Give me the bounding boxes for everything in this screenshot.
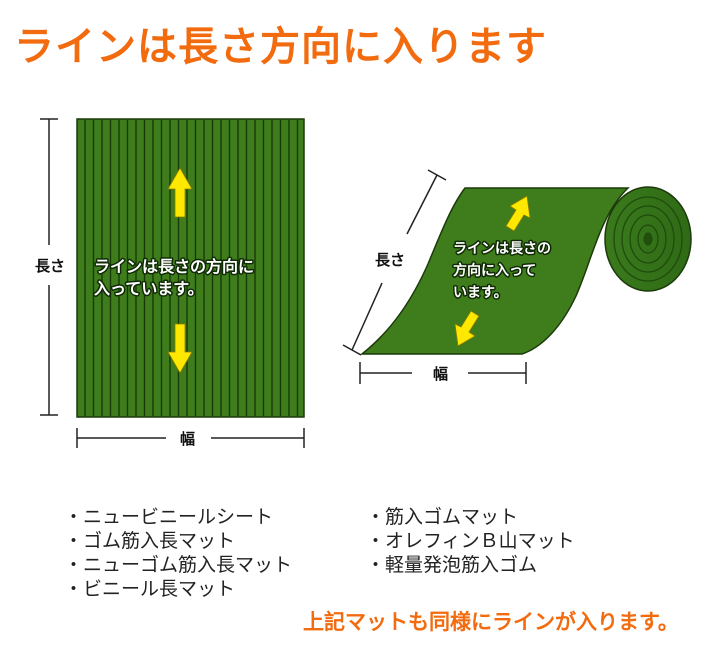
list-item: ・ビニール長マット (64, 578, 236, 600)
page-title: ラインは長さ方向に入ります (14, 24, 547, 70)
product-list-left: ・ニュービニールシート ・ゴム筋入長マット ・ニューゴム筋入長マット ・ビニール… (64, 505, 292, 601)
rolled-mat (359, 186, 692, 355)
flat-width-dimension (76, 428, 305, 448)
list-item: ・ニューゴム筋入長マット (64, 554, 293, 576)
roll-text-line2: 方向に入って (453, 262, 536, 279)
roll-text-line3: います。 (453, 285, 508, 301)
roll-width-dimension (359, 362, 527, 384)
flat-mat-stripes (84, 120, 299, 416)
list-item: ・軽量発泡筋入ゴム (366, 554, 538, 576)
flat-length-label: 長さ (35, 257, 65, 275)
roll-arrow-down (454, 310, 480, 347)
roll-length-label: 長さ (375, 251, 405, 269)
list-item: ・ニュービニールシート (64, 506, 274, 528)
roll-width-label: 幅 (433, 365, 448, 383)
list-item: ・ゴム筋入長マット (64, 530, 236, 552)
footer-note: 上記マットも同様にラインが入ります。 (303, 610, 679, 634)
list-item: ・筋入ゴムマット (366, 506, 519, 528)
flat-mat (76, 118, 305, 418)
flat-text-line2: 入っています。 (94, 279, 204, 298)
flat-arrow-down (167, 323, 193, 374)
product-list-right: ・筋入ゴムマット ・オレフィンＢ山マット ・軽量発泡筋入ゴム (366, 505, 575, 577)
flat-text-line1: ラインは長さの方向に (94, 257, 254, 276)
roll-length-dimension (342, 169, 447, 356)
flat-width-label: 幅 (180, 430, 195, 448)
list-item: ・オレフィンＢ山マット (366, 530, 575, 552)
flat-length-dimension (40, 118, 58, 416)
flat-arrow-up (167, 167, 193, 218)
roll-text-line1: ラインは長さの (453, 241, 551, 257)
roll-arrow-up (505, 195, 531, 232)
